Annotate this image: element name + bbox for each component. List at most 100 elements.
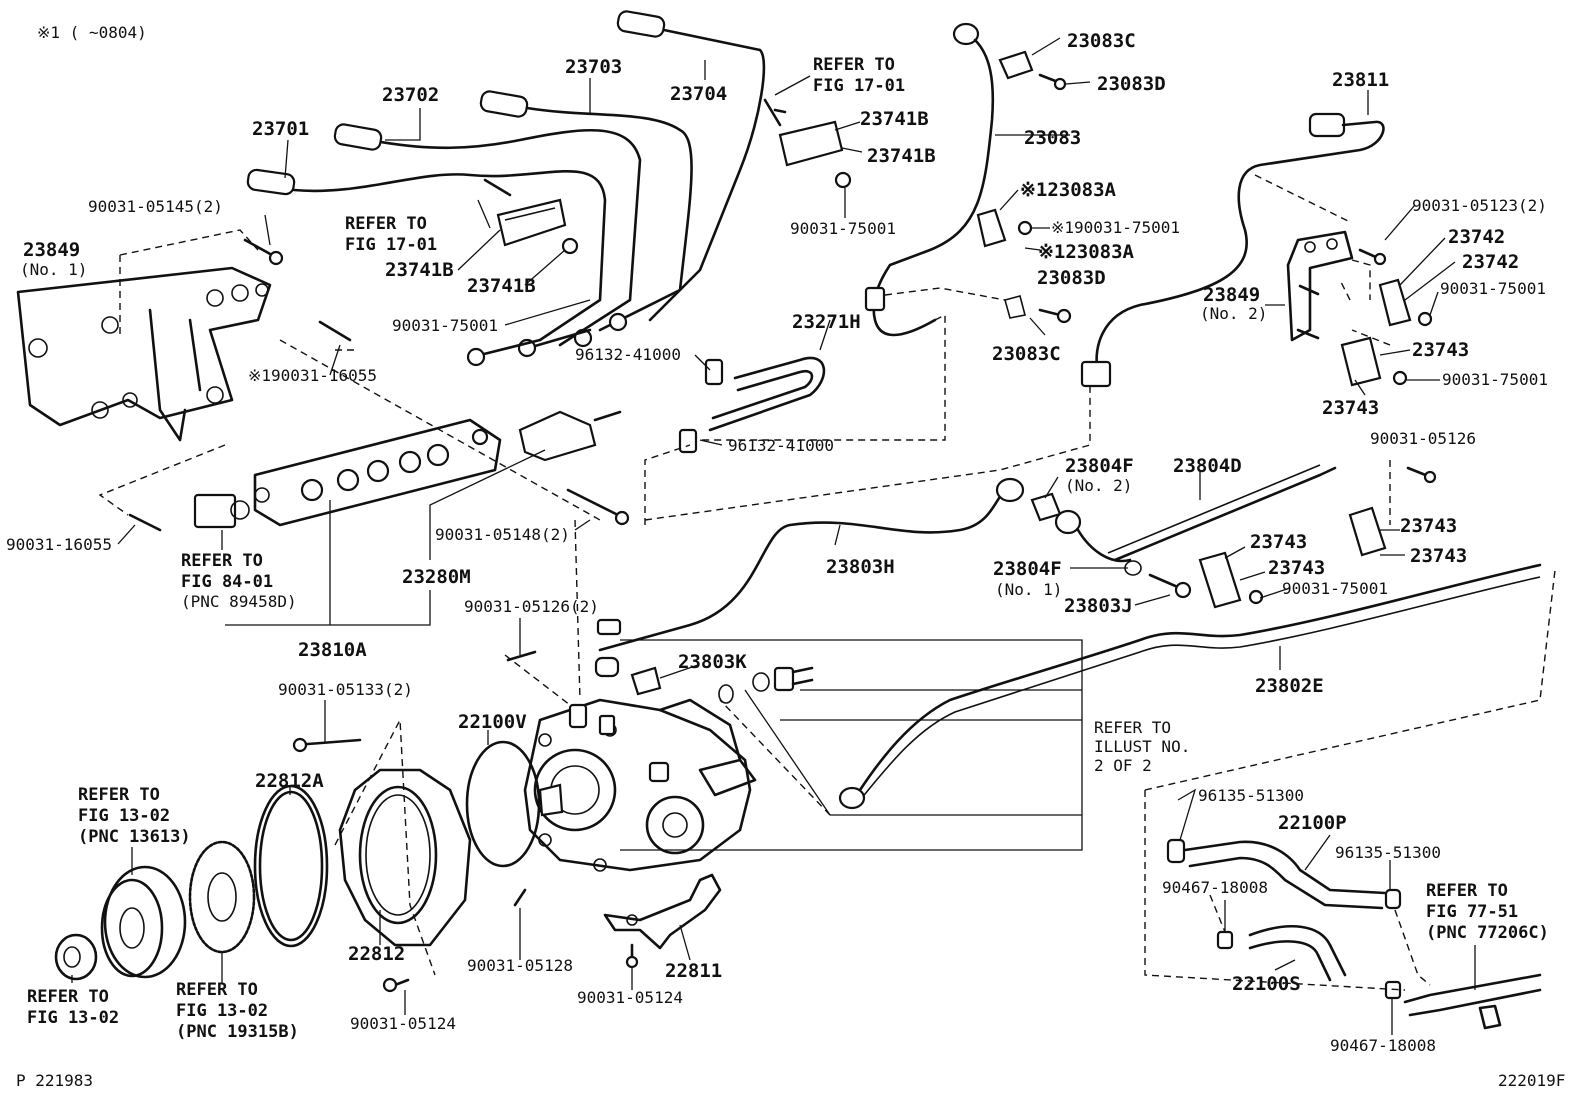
label-23083d-b: 23083D	[1037, 267, 1106, 289]
label-23810a: 23810A	[298, 639, 367, 661]
label-refer-to-d: REFER TO	[78, 785, 160, 805]
footer-left-code: P 221983	[16, 1071, 93, 1090]
label-no1-a: (No. 1)	[20, 260, 87, 279]
label-refer-to-e: REFER TO	[1426, 881, 1508, 901]
label-2-of-2: 2 OF 2	[1094, 756, 1152, 775]
label-no2-b: (No. 2)	[1065, 476, 1132, 495]
gears	[54, 840, 256, 981]
label-90031-05124-a: 90031-05124	[577, 988, 683, 1007]
assembly-lines	[98, 174, 1556, 991]
pipe-23811	[1080, 112, 1385, 388]
label-90467-18008-a: 90467-18008	[1162, 878, 1268, 897]
label-23804f-b: 23804F	[993, 558, 1062, 580]
label-90031-05126-a: 90031-05126	[1370, 429, 1476, 448]
label-23741b-c: 23741B	[385, 259, 454, 281]
label-fig-13-02-a: FIG 13-02	[78, 806, 170, 826]
pipe-clamps-23741b	[483, 98, 852, 255]
label-23741b-a: 23741B	[860, 108, 929, 130]
label-refer-to-g: REFER TO	[176, 980, 258, 1000]
label-23083: 23083	[1024, 127, 1081, 149]
label-90031-05123: 90031-05123(2)	[1412, 196, 1547, 215]
label-23811: 23811	[1332, 69, 1389, 91]
label-90031-05145: 90031-05145(2)	[88, 197, 223, 216]
supply-pump-22100	[523, 698, 757, 872]
label-96132-41000-a: 96132-41000	[575, 345, 681, 364]
label-23083d-a: 23083D	[1097, 73, 1166, 95]
bolts-top-left	[128, 238, 630, 532]
pump-fittings	[506, 618, 814, 704]
label-no1-b: (No. 1)	[995, 580, 1062, 599]
hoses-22100p-22100s	[1166, 838, 1542, 1030]
label-refer-to-a: REFER TO	[813, 55, 895, 75]
header-note: ※1 ( ~0804)	[37, 23, 147, 42]
label-refer-to-illust: REFER TO	[1094, 718, 1171, 737]
label-23703: 23703	[565, 56, 622, 78]
label-90031-75001-b: ※190031-75001	[1051, 218, 1180, 237]
common-rail-23810a	[193, 410, 622, 529]
label-22100p: 22100P	[1278, 812, 1347, 834]
label-23701: 23701	[252, 118, 309, 140]
label-90031-05128: 90031-05128	[467, 956, 573, 975]
label-pnc-13613: (PNC 13613)	[78, 827, 191, 847]
injection-pipes	[246, 10, 766, 367]
bracket-22811	[603, 873, 722, 969]
label-90031-16055-b: 90031-16055	[6, 535, 112, 554]
label-23743-e: 23743	[1250, 531, 1307, 553]
label-90031-16055-a: ※190031-16055	[248, 366, 377, 385]
label-23743-c: 23743	[1400, 515, 1457, 537]
label-23743-f: 23743	[1268, 557, 1325, 579]
label-90031-75001-d: 90031-75001	[1440, 279, 1546, 298]
text-labels: ※1 ( ~0804) P 221983 222019F 23701 23702…	[6, 23, 1565, 1090]
label-90031-05133: 90031-05133(2)	[278, 680, 413, 699]
label-23083a-a: ※123083A	[1020, 179, 1117, 201]
label-pnc-19315b: (PNC 19315B)	[176, 1022, 299, 1042]
label-23743-d: 23743	[1410, 545, 1467, 567]
label-22100s: 22100S	[1232, 973, 1301, 995]
label-23083c-a: 23083C	[1067, 30, 1136, 52]
pipe-23802e	[838, 563, 1542, 810]
label-illust-no: ILLUST NO.	[1094, 737, 1190, 756]
label-23743-a: 23743	[1412, 339, 1469, 361]
label-23803h: 23803H	[826, 556, 895, 578]
label-96135-51300-a: 96135-51300	[1198, 786, 1304, 805]
label-23849-no1: 23849	[23, 239, 80, 261]
label-23280m: 23280M	[402, 566, 471, 588]
label-fig-17-01-b: FIG 17-01	[345, 235, 437, 255]
label-23271h: 23271H	[792, 311, 861, 333]
label-90031-75001-c: 90031-75001	[392, 316, 498, 335]
hose-23271h	[678, 356, 826, 454]
label-23743-b: 23743	[1322, 397, 1379, 419]
label-fig-17-01-a: FIG 17-01	[813, 76, 905, 96]
label-96135-51300-b: 96135-51300	[1335, 843, 1441, 862]
label-no2-a: (No. 2)	[1200, 304, 1267, 323]
label-23804f-a: 23804F	[1065, 455, 1134, 477]
label-90031-05124-b: 90031-05124	[350, 1014, 456, 1033]
label-fig-84-01: FIG 84-01	[181, 572, 273, 592]
label-23802e: 23802E	[1255, 675, 1324, 697]
label-22812a: 22812A	[255, 770, 324, 792]
label-fig-13-02-c: FIG 13-02	[176, 1001, 268, 1021]
bracket-23849-no2	[1286, 230, 1437, 557]
label-23742-b: 23742	[1462, 251, 1519, 273]
label-90031-75001-e: 90031-75001	[1442, 370, 1548, 389]
label-22100v: 22100V	[458, 711, 527, 733]
label-90031-05148: 90031-05148(2)	[435, 525, 570, 544]
refer-frame	[620, 639, 1083, 851]
label-fig-77-51: FIG 77-51	[1426, 902, 1518, 922]
label-23083c-b: 23083C	[992, 343, 1061, 365]
gaskets-and-flange	[253, 737, 541, 993]
label-23803j: 23803J	[1064, 595, 1133, 617]
label-23702: 23702	[382, 84, 439, 106]
label-refer-to-b: REFER TO	[345, 214, 427, 234]
label-96132-41000-b: 96132-41000	[728, 436, 834, 455]
label-90467-18008-b: 90467-18008	[1330, 1036, 1436, 1055]
label-90031-75001-a: 90031-75001	[790, 219, 896, 238]
label-23741b-b: 23741B	[867, 145, 936, 167]
label-pnc-77206c: (PNC 77206C)	[1426, 923, 1549, 943]
label-23804d: 23804D	[1173, 455, 1242, 477]
footer-right-code: 222019F	[1498, 1071, 1565, 1090]
label-22811: 22811	[665, 960, 722, 982]
label-90031-75001-f: 90031-75001	[1282, 579, 1388, 598]
pipe-23083	[864, 22, 1072, 337]
